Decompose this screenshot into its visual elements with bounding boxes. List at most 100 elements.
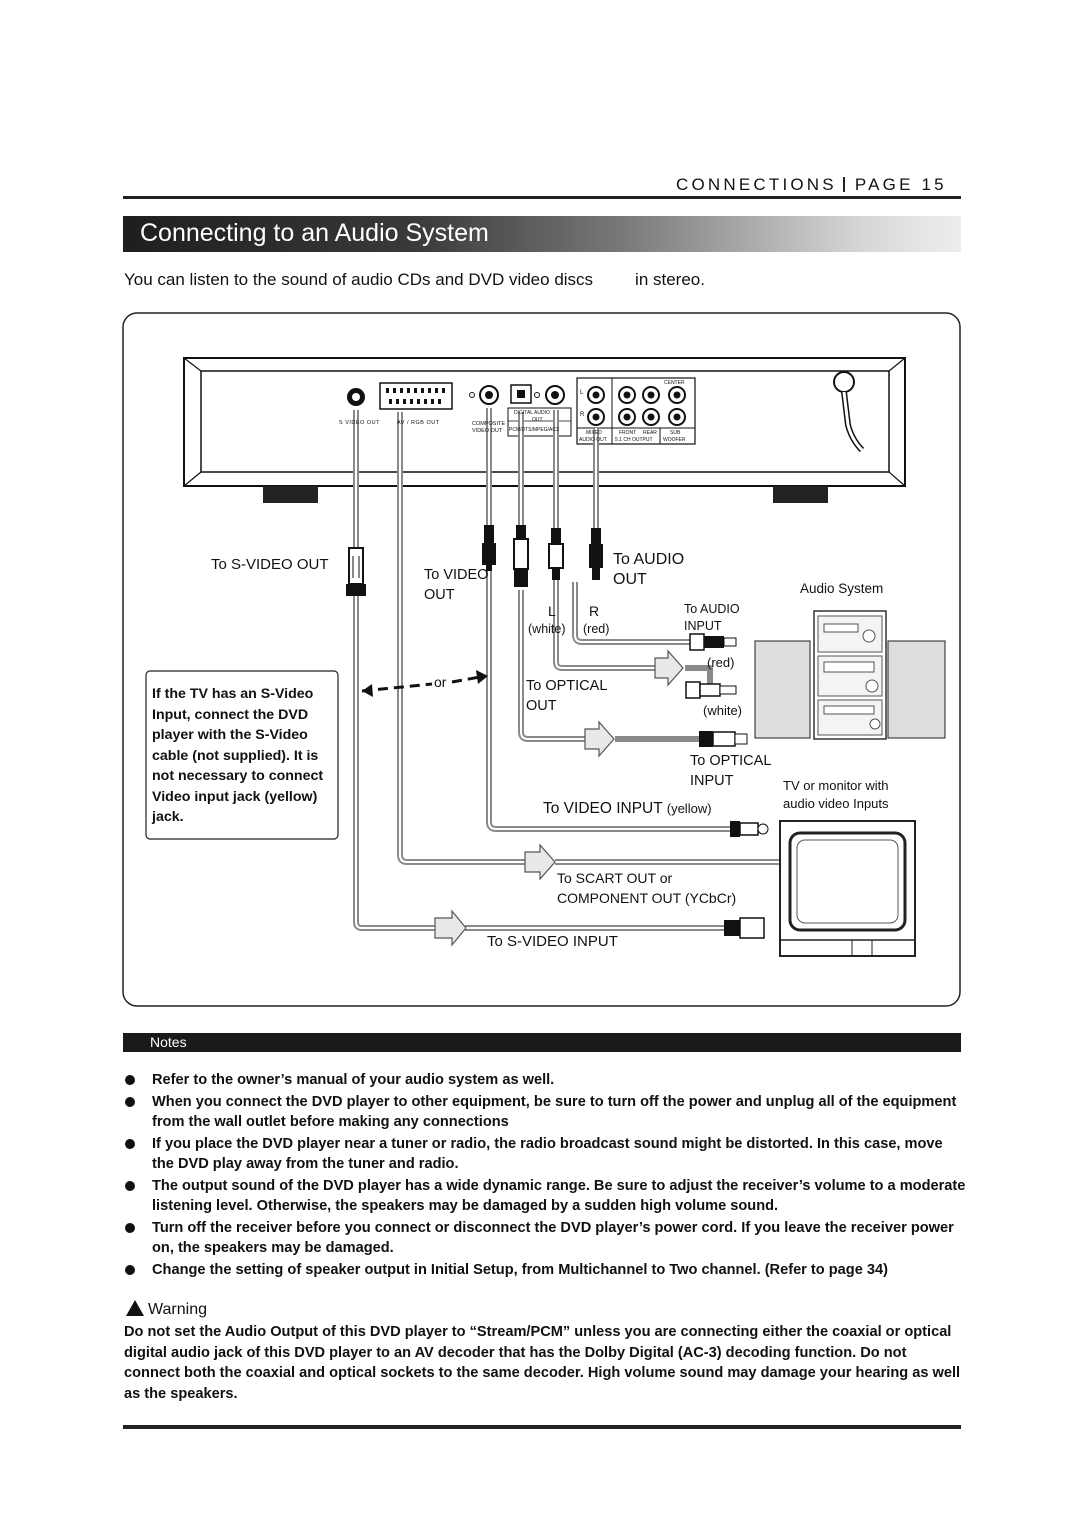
bullet-icon [125,1075,135,1085]
cable-highlights [355,408,785,929]
header-rule [123,196,961,199]
intro-part1: You can listen to the sound of audio CDs… [124,270,594,289]
panel-label-l: L [580,390,584,396]
player-foot-right [773,486,828,503]
audio-system-illustration [754,610,946,740]
optical-plug [513,525,529,587]
audio-input-plug-red [689,633,737,651]
panel-label-sub: SUB [670,430,681,436]
bullet-icon [125,1097,135,1107]
label-to-scart-1: To SCART OUT or [557,870,673,886]
svideo-note-line: Input, connect the DVD [152,706,309,723]
intro-text: You can listen to the sound of audio CDs… [124,270,705,290]
panel-label-audio-out: AUDIO OUT [579,437,607,443]
header-separator [842,177,845,192]
note-text: Refer to the owner’s manual of your audi… [152,1072,555,1088]
label-to-video-input: To VIDEO INPUT (yellow) [543,800,712,818]
label-l: L [548,603,556,619]
warning-icon [126,1300,144,1316]
section-name: CONNECTIONS [676,175,837,194]
bullet-icon [125,1265,135,1275]
svideo-note-line: If the TV has an S-Video [152,686,314,702]
label-video-out: OUT [424,587,455,603]
panel-label-rear: REAR [643,430,657,436]
yellow-text: (yellow) [666,801,712,816]
note-text: Change the setting of speaker output in … [152,1262,888,1278]
label-to-audio: To AUDIO [613,551,685,568]
video-plug-yellow [482,525,496,571]
label-tv-monitor-2: audio video Inputs [783,796,889,811]
label-audio-out: OUT [613,571,647,588]
bullet-icon [125,1181,135,1191]
bullet-icon [125,1223,135,1233]
scart-jack [379,382,453,410]
panel-label-r: R [580,412,585,418]
notes-title: Notes [150,1034,187,1050]
svideo-note-line: not necessary to connect [152,768,324,784]
label-to-svideo-out: To S-VIDEO OUT [211,556,329,573]
label-to-scart-2: COMPONENT OUT (YCbCr) [557,890,737,906]
label-to-optical-input: To OPTICAL [690,753,772,769]
dvd-player-rear-panel [183,357,906,503]
to-video-input-text: To VIDEO INPUT [543,800,663,817]
audio-input-plug-white [685,681,737,699]
note-text: Turn off the receiver before you connect… [152,1220,954,1256]
warning-title: Warning [148,1301,207,1318]
video-input-plug [730,821,769,837]
svideo-note-line: player with the S-Video [152,727,308,743]
svideo-input-plug [724,917,765,939]
audio-plug-red [589,528,603,580]
panel-label-digital-out: OUT [532,417,543,423]
svideo-note-line: Video input jack (yellow) [152,788,318,805]
label-red: (red) [583,622,610,636]
label-r: R [589,603,600,619]
label-optical-input: INPUT [690,773,734,789]
bottom-rule [123,1425,961,1429]
label-audio-system: Audio System [800,581,884,596]
optical-input-plug [699,731,748,747]
note-text: The output sound of the DVD player has a… [152,1178,966,1214]
section-header: CONNECTIONS PAGE 15 [676,175,947,195]
note-item: Refer to the owner’s manual of your audi… [124,1070,966,1090]
panel-label-woofer: WOOFER [663,437,686,443]
intro-part2: in stereo. [635,270,705,289]
page-number: PAGE 15 [854,175,947,194]
label-audio-input: INPUT [684,619,722,633]
note-item: The output sound of the DVD player has a… [124,1176,966,1216]
panel-label-51ch: 5.1 CH OUTPUT [615,437,653,443]
label-to-optical: To OPTICAL [526,678,608,694]
label-tv-monitor-1: TV or monitor with [783,778,889,793]
panel-label-video-out: VIDEO OUT [472,428,503,434]
note-item: When you connect the DVD player to other… [124,1092,966,1132]
panel-label-center: CENTER [664,380,685,386]
note-item: Change the setting of speaker output in … [124,1260,966,1280]
rca-jacks-audio [587,386,686,426]
tv-illustration [779,820,916,957]
label-to-video: To VIDEO [424,567,489,583]
title-bar [123,216,961,252]
panel-label-digital-audio: DIGITAL AUDIO [514,410,550,416]
label-to-audio-input: To AUDIO [684,602,740,616]
panel-label-composite: COMPOSITE [472,421,506,427]
panel-label-av-rgb: AV / RGB OUT [397,420,440,426]
note-item: If you place the DVD player near a tuner… [124,1134,966,1174]
svideo-plug [346,547,366,596]
svideo-note-box [145,670,339,840]
label-white-input: (white) [703,703,743,718]
panel-label-pcm: PCM/DTS/MPEG/AC3 [509,427,559,433]
panel-label-mixed: MIXED [586,430,602,436]
label-red-input: (red) [707,655,735,670]
power-inlet [833,371,855,393]
warning-heading: Warning [126,1300,207,1319]
player-foot-left [263,486,318,503]
panel-label-svideo: S VIDEO OUT [339,420,380,426]
svideo-note-line: cable (not supplied). It is [152,747,319,764]
panel-label-front: FRONT [619,430,637,436]
svideo-note-text: If the TV has an S-Video Input, connect … [152,684,342,828]
connection-diagram [122,312,961,1007]
warning-text: Do not set the Audio Output of this DVD … [124,1324,961,1402]
audio-plug-white [548,528,564,580]
label-to-svideo-input: To S-VIDEO INPUT [487,933,618,950]
direction-arrows [434,649,684,947]
diagram-frame [122,312,961,1007]
